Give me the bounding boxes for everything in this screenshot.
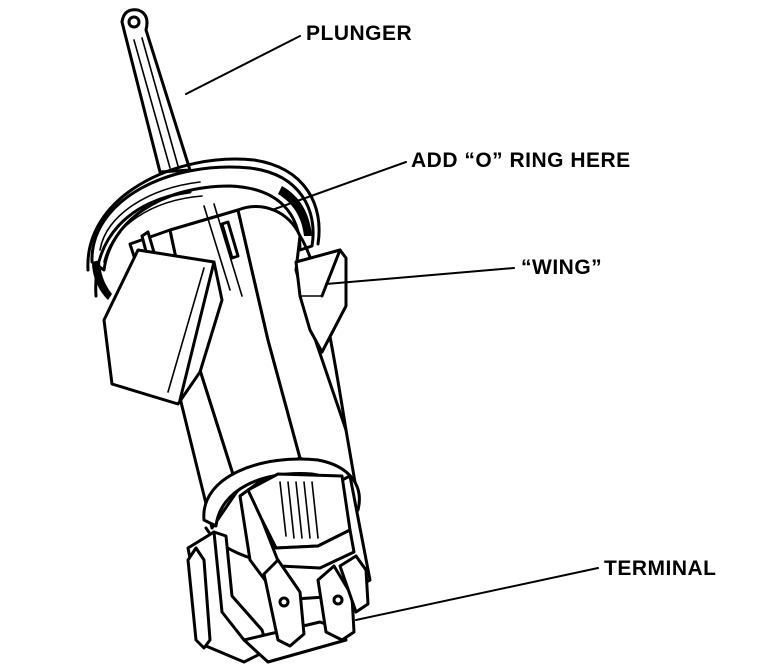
o-ring-flange [86, 157, 321, 300]
leader-plunger [185, 35, 301, 95]
leader-lines [185, 35, 599, 621]
leader-terminal [355, 567, 599, 621]
label-wing: “WING” [521, 256, 603, 279]
leader-wing [325, 267, 515, 285]
leader-o-ring [271, 161, 407, 211]
left-wing-plate [102, 248, 224, 406]
label-terminal: TERMINAL [604, 557, 717, 580]
plunger-rod [120, 8, 192, 174]
terminal-pins [186, 546, 370, 650]
label-o-ring: ADD “O” RING HERE [411, 149, 631, 172]
label-plunger: PLUNGER [306, 22, 413, 45]
right-wing-tab [294, 248, 348, 354]
